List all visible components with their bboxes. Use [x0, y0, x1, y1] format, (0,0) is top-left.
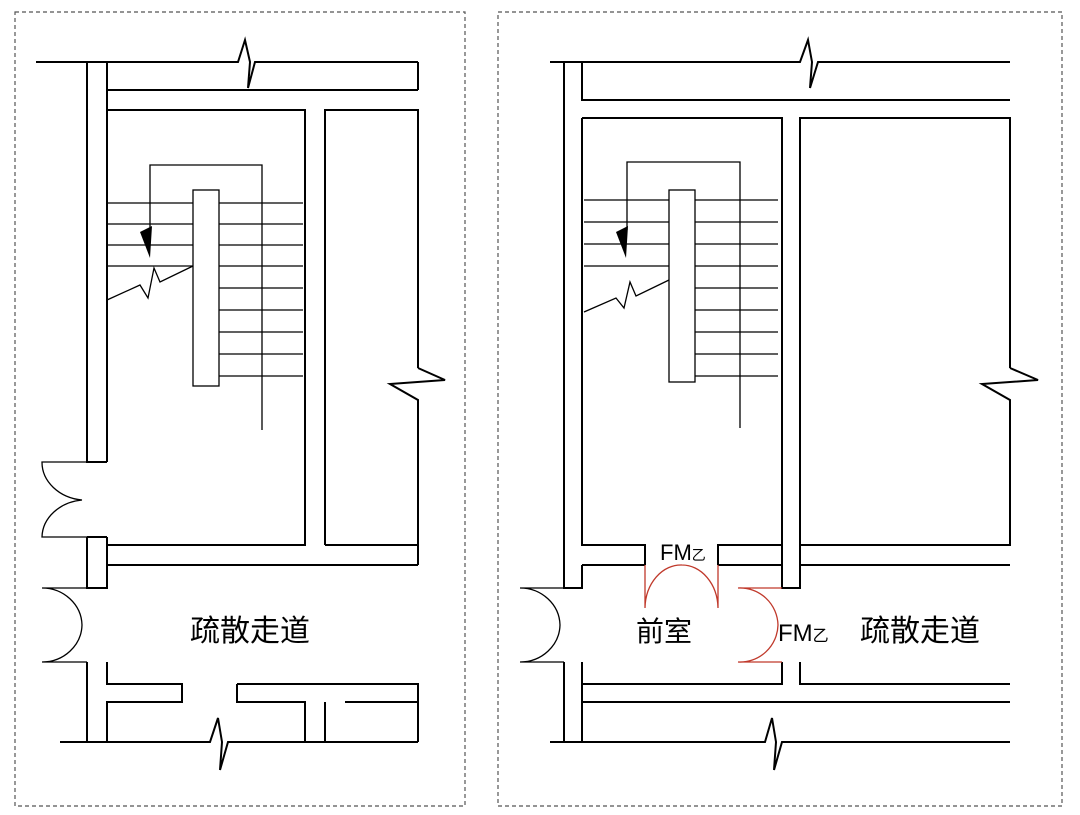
fire-door-right [737, 587, 782, 663]
stair-arrow-icon [616, 226, 628, 258]
left-right-room [324, 109, 446, 565]
right-top-walls [550, 36, 1010, 101]
right-frame [497, 11, 1063, 807]
left-top-walls [36, 36, 419, 91]
left-corridor-label: 疏散走道 [190, 614, 310, 649]
right-exit-door [519, 587, 564, 663]
fire-door-top [644, 564, 719, 609]
door-label-top: FM乙 [660, 540, 706, 565]
right-corridor-label: 疏散走道 [860, 614, 980, 649]
left-doors [41, 461, 87, 663]
left-corridor-bottom [60, 683, 419, 771]
right-outer-wall [563, 62, 583, 742]
left-plan: 疏散走道 [14, 11, 466, 807]
right-stair-room [581, 117, 783, 566]
right-stairs [583, 161, 778, 428]
left-stair-room [87, 109, 418, 566]
left-outer-wall [86, 62, 183, 742]
anteroom-label: 前室 [636, 615, 692, 648]
left-stairs [106, 164, 303, 430]
right-plan: FM乙 FM乙 前室 疏散走道 [497, 11, 1063, 807]
door-label-right: FM乙 [778, 620, 829, 647]
left-frame [14, 11, 466, 807]
right-corridor-bottom [550, 662, 1010, 771]
right-right-room [781, 117, 1039, 589]
stair-arrow-icon [140, 226, 152, 258]
